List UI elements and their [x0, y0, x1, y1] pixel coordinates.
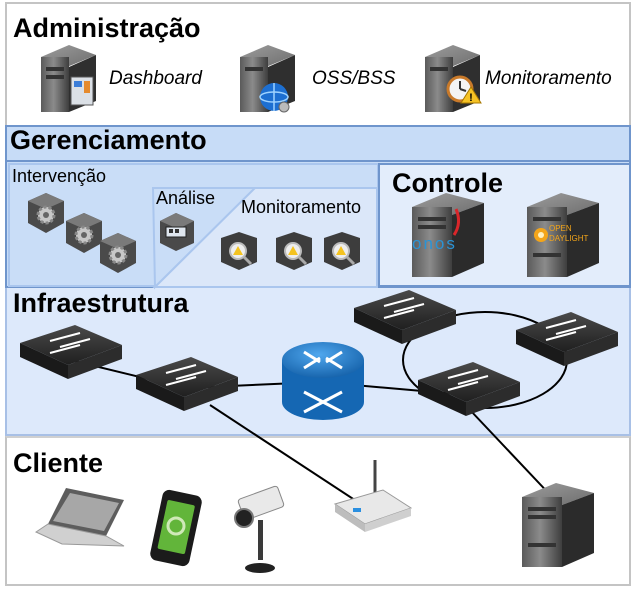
monitoring-panel-shape [152, 187, 378, 288]
admin-layer [5, 2, 631, 125]
switch-icon [20, 325, 122, 379]
opendaylight-server-icon [527, 193, 599, 277]
oss-bss-label: OSS/BSS [312, 68, 396, 89]
link [469, 409, 556, 501]
control-panel-icon [160, 213, 194, 251]
svg-text:!: ! [469, 92, 473, 104]
switch-icon [418, 362, 520, 416]
link [209, 404, 371, 511]
management-title-bar [5, 125, 631, 162]
server-alert-icon: ! [425, 45, 482, 112]
smartphone-icon [150, 489, 202, 567]
warning-magnifier-icon [221, 232, 360, 270]
wifi-router-icon [333, 460, 413, 532]
management-monitoring-label: Monitoramento [241, 197, 362, 217]
opendaylight-logo-top: OPEN [549, 224, 572, 233]
gear-cube-icon [28, 193, 136, 273]
opendaylight-logo-bottom: DAYLIGHT [549, 234, 589, 243]
management-title: Gerenciamento [10, 125, 207, 155]
camera-icon [234, 485, 285, 573]
admin-monitoring-label: Monitoramento [485, 68, 612, 89]
server-dashboard-icon [41, 45, 96, 112]
switch-icon [354, 290, 456, 344]
switch-icon [136, 357, 238, 411]
client-title: Cliente [13, 448, 104, 478]
infrastructure-title: Infraestrutura [13, 288, 189, 318]
router-icon [282, 342, 364, 420]
laptop-icon [34, 488, 125, 547]
switch-icon [516, 312, 618, 366]
control-title: Controle [392, 168, 503, 198]
admin-title: Administração [13, 13, 201, 43]
onos-logo-text: onos [412, 234, 457, 253]
onos-server-icon [412, 193, 484, 277]
dashboard-label: Dashboard [109, 68, 202, 89]
server-globe-icon [240, 45, 295, 113]
server-icon [522, 483, 594, 567]
intervention-label: Intervenção [12, 166, 107, 186]
analysis-label: Análise [156, 188, 216, 208]
